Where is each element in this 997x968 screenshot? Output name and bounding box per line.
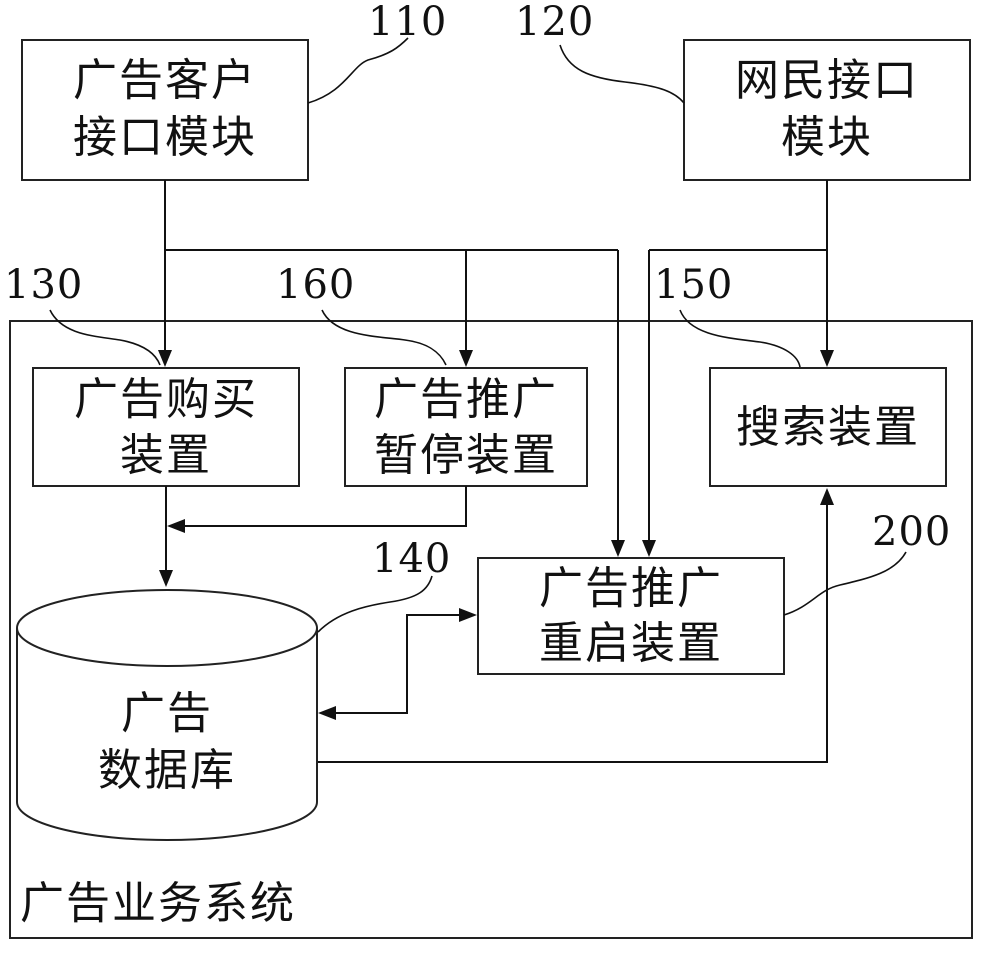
arrowhead-to-200	[459, 608, 477, 622]
ref-200: 200	[872, 509, 951, 555]
database-line2: 数据库	[98, 745, 236, 796]
leader-150	[680, 310, 800, 367]
system-label: 广告业务系统	[20, 878, 296, 929]
database-line1: 广告	[121, 688, 213, 739]
arrowhead-to-160	[459, 350, 473, 367]
promotion-restart-line2: 重启装置	[539, 618, 723, 669]
conn-160-to-140	[184, 486, 466, 526]
ad-client-interface-line2: 接口模块	[73, 112, 257, 163]
netizen-interface-module: 网民接口 模块	[684, 40, 970, 180]
leader-160	[322, 310, 446, 365]
arrowhead-to-150	[820, 350, 834, 367]
ad-client-interface-module: 广告客户 接口模块	[22, 40, 308, 180]
arrowhead-to-140	[159, 570, 173, 587]
ad-promotion-pause-device: 广告推广 暂停装置	[345, 368, 587, 486]
leader-140	[318, 576, 432, 632]
arrowhead-up-to-150	[820, 488, 834, 505]
ref-120: 120	[515, 0, 594, 45]
ad-database: 广告 数据库	[17, 590, 317, 840]
promotion-pause-line2: 暂停装置	[374, 430, 558, 481]
ref-150: 150	[654, 262, 733, 308]
netizen-interface-line1: 网民接口	[735, 55, 919, 106]
leader-120	[560, 45, 684, 103]
ad-purchase-line1: 广告购买	[74, 374, 258, 425]
promotion-restart-line1: 广告推广	[539, 563, 723, 614]
ref-160: 160	[276, 262, 355, 308]
database-top	[17, 590, 317, 666]
ad-purchase-device: 广告购买 装置	[33, 368, 299, 486]
arrowhead-110-to-200	[611, 540, 625, 557]
arrowhead-160-join	[167, 519, 185, 533]
arrowhead-120-to-200	[642, 540, 656, 557]
arrowhead-to-140-return	[318, 706, 336, 720]
conn-140-200-bidirectional	[334, 615, 461, 713]
search-device: 搜索装置	[710, 368, 946, 486]
ref-140: 140	[372, 536, 451, 582]
ad-promotion-restart-device: 广告推广 重启装置	[478, 558, 784, 674]
ref-130: 130	[4, 262, 83, 308]
leader-130	[50, 310, 160, 365]
netizen-interface-line2: 模块	[781, 112, 873, 163]
leader-110	[308, 38, 408, 103]
search-label: 搜索装置	[736, 402, 920, 453]
ad-client-interface-line1: 广告客户	[73, 55, 257, 106]
ad-purchase-line2: 装置	[120, 430, 212, 481]
promotion-pause-line1: 广告推广	[374, 374, 558, 425]
leader-200	[784, 552, 906, 615]
